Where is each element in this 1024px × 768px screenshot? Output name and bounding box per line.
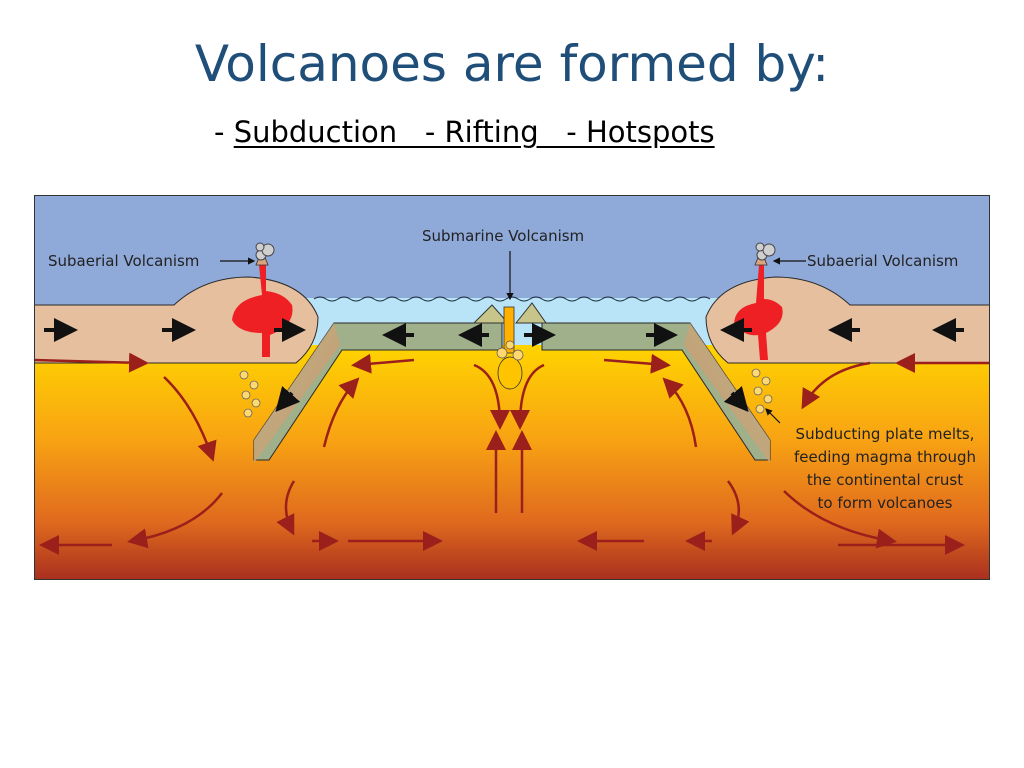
svg-text:to form volcanoes: to form volcanoes xyxy=(818,494,953,512)
ridge-magma-blobs xyxy=(496,340,524,361)
ash-cloud-right xyxy=(755,242,776,261)
magma-droplets-left xyxy=(239,370,261,418)
slide-subtitle: - Subduction - Rifting - Hotspots xyxy=(214,112,715,152)
diagram-frame xyxy=(34,195,990,580)
ash-cloud-left xyxy=(255,242,275,261)
mid-ocean-ridge xyxy=(472,302,547,324)
magma-chamber-left xyxy=(232,265,293,357)
sky xyxy=(34,195,990,305)
plate-motion-arrows xyxy=(44,318,964,413)
label-submarine: Submarine Volcanism xyxy=(422,227,584,245)
label-pointers xyxy=(220,251,806,424)
convection-arrows xyxy=(33,352,990,555)
subtitle-dash: - xyxy=(214,115,234,149)
slide-title: Volcanoes are formed by: xyxy=(194,35,830,93)
svg-text:feeding magma through: feeding magma through xyxy=(794,448,976,466)
svg-text:Subducting plate melts,: Subducting plate melts, xyxy=(796,425,975,443)
ridge-magma-chamber xyxy=(497,356,523,390)
label-subduction-note: Subducting plate melts, feeding magma th… xyxy=(794,425,976,512)
label-subaerial-right: Subaerial Volcanism xyxy=(807,252,958,270)
magma-droplets-right xyxy=(751,368,773,414)
subtitle-volcano-types: Subduction - Rifting - Hotspots xyxy=(233,115,715,149)
diagram-svg: Subaerial Volcanism Subaerial Volcanism … xyxy=(33,195,991,580)
svg-text:the continental crust: the continental crust xyxy=(807,471,963,489)
label-subaerial-left: Subaerial Volcanism xyxy=(48,252,199,270)
magma-chamber-right xyxy=(734,265,783,360)
plate-tectonics-diagram: Subaerial Volcanism Subaerial Volcanism … xyxy=(33,195,991,580)
ridge-magma-conduit xyxy=(503,306,515,354)
